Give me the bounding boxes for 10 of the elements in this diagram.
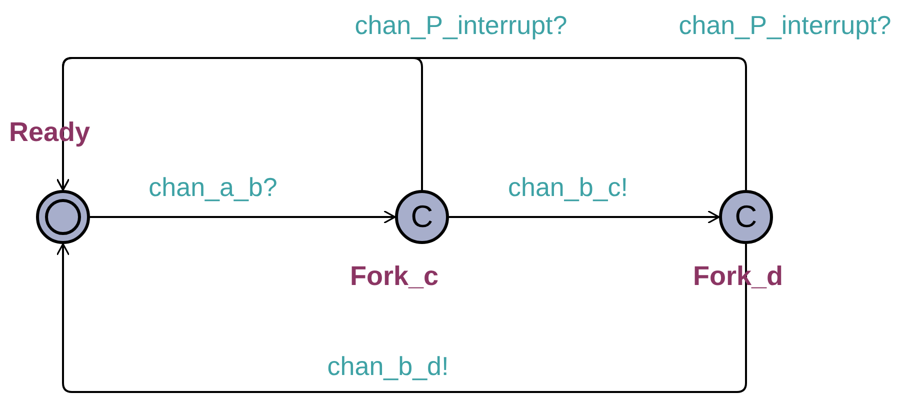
transition-arrow xyxy=(56,57,747,191)
edge-label: chan_P_interrupt? xyxy=(352,12,570,38)
edge-label: chan_a_b? xyxy=(146,174,280,200)
edge-label: chan_P_interrupt? xyxy=(676,12,894,38)
transition-arrow xyxy=(90,210,396,224)
location-name: Fork_c xyxy=(350,263,439,290)
committed-mark: C xyxy=(410,200,434,232)
transition-arrow xyxy=(449,210,720,224)
committed-mark: C xyxy=(734,200,758,232)
transition-arrow xyxy=(56,243,747,393)
